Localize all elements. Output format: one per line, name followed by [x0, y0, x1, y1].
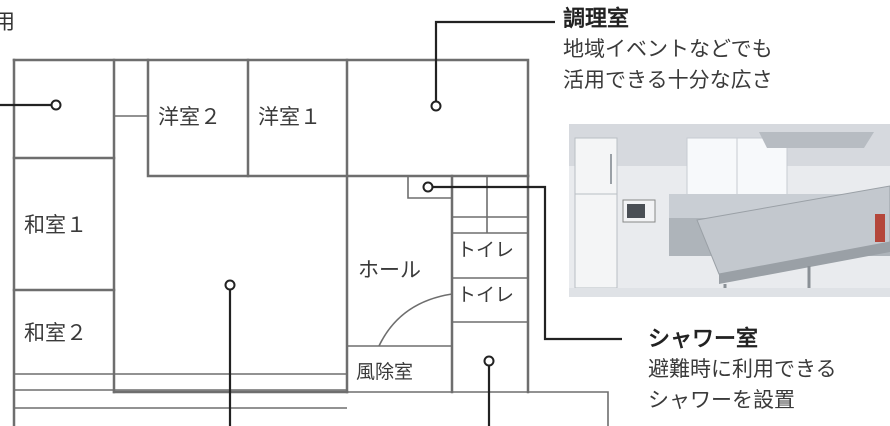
marker-shower	[422, 181, 434, 193]
kitchen-photo-illustration	[569, 124, 890, 297]
callout-shower-line-1: 避難時に利用できる	[648, 357, 837, 381]
room-label-japanese-2: 和室２	[24, 321, 87, 345]
room-label-japanese-1: 和室１	[24, 213, 87, 237]
marker-main-room	[224, 279, 236, 291]
room-label-toilet-1: トイレ	[457, 239, 514, 261]
leader-shower	[432, 185, 622, 341]
callout-kitchen-line-2: 活用できる十分な広さ	[563, 68, 773, 92]
marker-kitchen	[430, 100, 442, 112]
marker-utility-room	[483, 355, 495, 367]
marker-left-room	[50, 99, 62, 111]
room-label-western-1: 洋室１	[258, 105, 321, 129]
callout-shower-line-2: シャワーを設置	[648, 388, 795, 412]
room-label-hall: ホール	[358, 258, 421, 282]
callout-kitchen-line-1: 地域イベントなどでも	[563, 37, 773, 61]
leader-lines	[0, 20, 622, 426]
room-label-windbreak: 風除室	[356, 361, 413, 383]
callout-kitchen: 調理室 地域イベントなどでも 活用できる十分な広さ	[563, 6, 773, 96]
callout-kitchen-title: 調理室	[563, 7, 630, 32]
partial-label-top-left: 用	[0, 10, 15, 34]
leader-kitchen	[434, 20, 555, 102]
room-label-western-2: 洋室２	[158, 105, 221, 129]
room-label-toilet-2: トイレ	[457, 284, 514, 306]
callout-shower-title: シャワー室	[648, 327, 759, 352]
kitchen-photo	[569, 124, 890, 297]
callout-shower: シャワー室 避難時に利用できる シャワーを設置	[648, 326, 837, 416]
